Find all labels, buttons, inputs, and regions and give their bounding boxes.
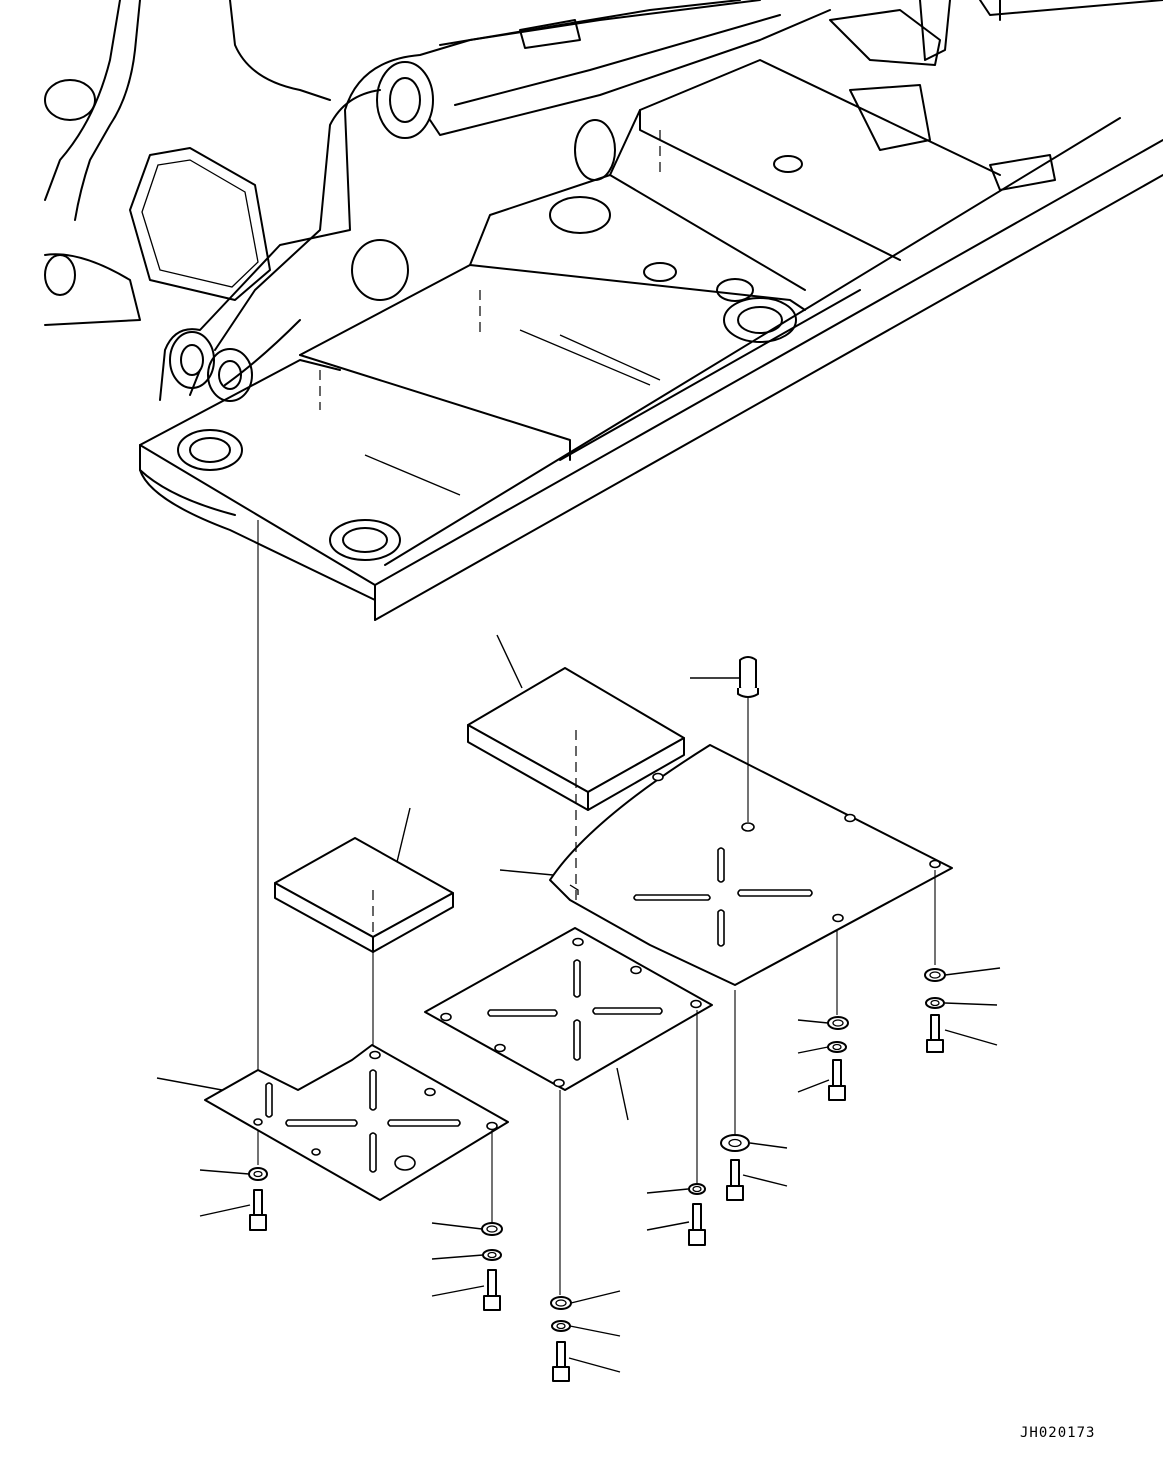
washer-icon [720,1134,750,1152]
bolt-icon [926,1014,944,1053]
washer-icon [248,1167,268,1181]
nut-icon [827,1016,849,1030]
washer-icon [827,1041,847,1053]
bolt-icon [828,1059,846,1101]
left-rubber-pad [274,837,454,1045]
bolt-icon [552,1341,570,1382]
washer-icon [551,1320,571,1332]
fastener-set [248,968,946,1382]
bolt-icon [688,1203,706,1246]
revolving-frame [44,0,1163,621]
part-leader-lines [156,634,1001,1373]
bolt-icon [726,1159,744,1201]
nut-icon [481,1222,503,1236]
drawing-code: JH020173 [1020,1425,1096,1441]
bolt-icon [249,1189,267,1231]
washer-icon [482,1249,502,1261]
upper-rubber-pad [467,667,685,905]
bolt-icon [483,1269,501,1311]
washer-icon [925,997,945,1009]
washer-icon [688,1183,706,1195]
right-rear-undercover-plate [549,744,953,986]
left-undercover-plate [204,1044,509,1222]
guide-pin [737,656,759,822]
nut-icon [924,968,946,982]
nut-icon [550,1296,572,1310]
center-undercover-plate [424,927,713,1295]
